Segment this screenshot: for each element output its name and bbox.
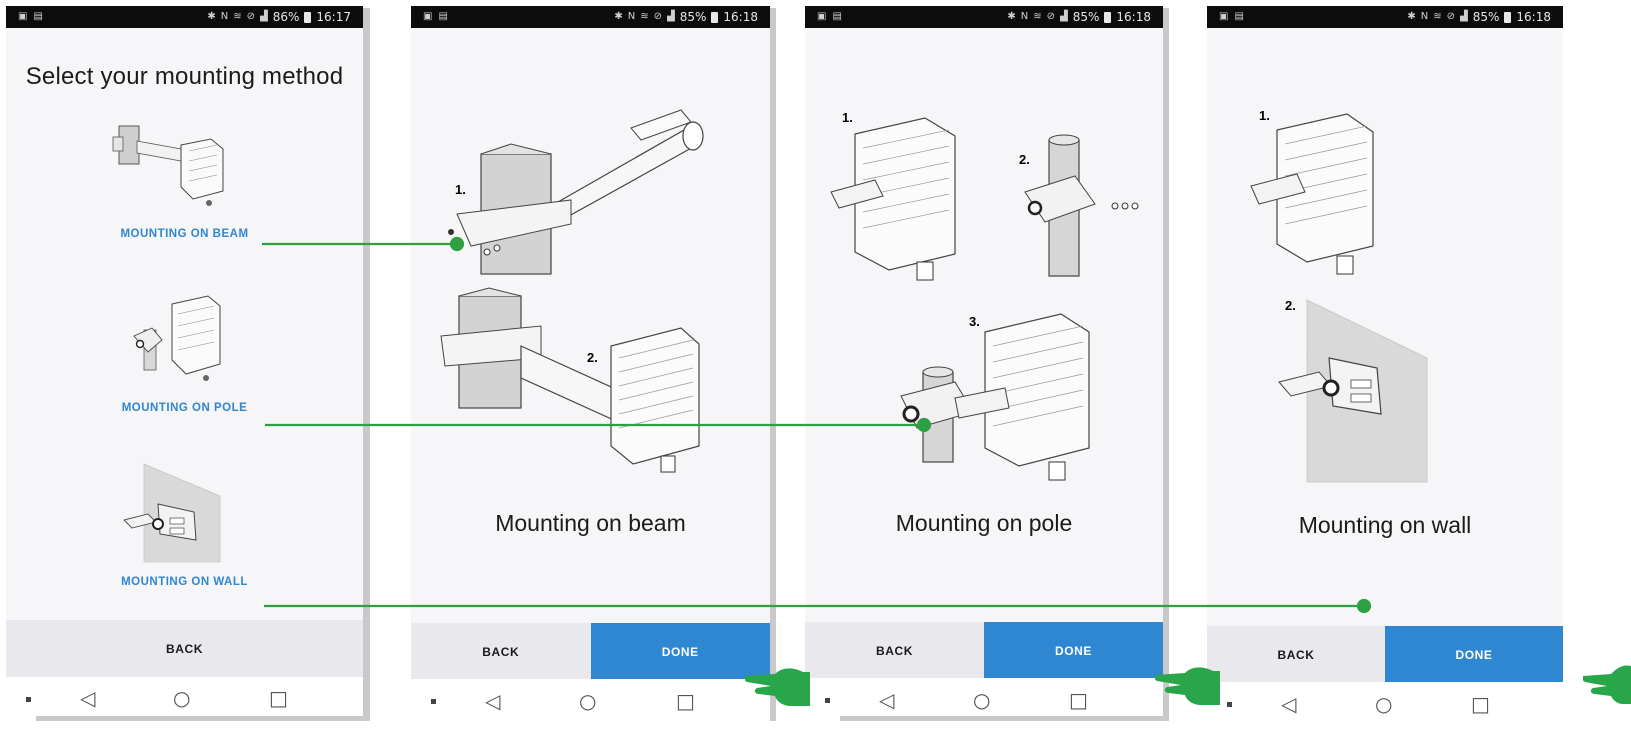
nav-home-icon[interactable]: ○ [173,686,191,710]
step-label-2: 2. [1019,152,1030,167]
clock: 16:18 [1116,10,1151,24]
beam-mount-illustration [440,109,704,473]
wifi-icon: ≋ [1033,11,1042,22]
back-button[interactable]: BACK [482,644,520,659]
nav-home-icon[interactable]: ○ [973,688,991,712]
image-icon: ▣ [817,11,827,22]
nfc-icon: N [627,11,636,22]
screen-mounting-on-pole: ▣ ▤ ✱ N ≋ ⊘ ▟ 85% 16:18 [805,6,1163,716]
nav-back-icon[interactable]: ◁ [879,688,895,712]
option-label-beam: MOUNTING ON BEAM [120,228,249,240]
screen-mounting-on-wall: ▣▤ ✱ N ≋ ⊘ ▟ 85% 16:18 1. 2. Mounting o [1207,6,1563,718]
nav-back-icon[interactable]: ◁ [80,686,96,710]
signal-icon: ▟ [1460,11,1468,22]
pointing-hand-icon [1583,665,1631,704]
clock: 16:17 [316,10,351,24]
screen-select-mounting: ▣ ▤ ✱ N ≋ ⊘ ▟ 86% 16:17 Select your mount… [6,6,363,716]
step-label-3: 3. [969,314,980,329]
screen-caption: Mounting on pole [895,510,1073,536]
back-button[interactable]: BACK [165,641,204,656]
bluetooth-icon: ✱ [1407,11,1416,22]
nav-recents-icon[interactable]: □ [1471,692,1490,716]
nav-recents-icon[interactable]: □ [676,689,695,713]
battery-icon [711,11,719,23]
battery-icon [1504,11,1512,23]
step-label-2: 2. [1285,298,1296,313]
status-bar: ▣ ▤ ✱ N ≋ ⊘ ▟ 86% 16:17 [6,6,363,28]
sim-icon: ▤ [33,11,43,22]
nav-back-icon[interactable]: ◁ [1281,692,1297,716]
pole-mount-thumbnail [133,295,221,381]
system-nav-bar: ◁ ○ □ [6,677,363,716]
nav-back-icon[interactable]: ◁ [485,689,501,713]
battery-icon [1104,11,1112,23]
step-label-1: 1. [1259,108,1270,123]
battery-percent: 86% [272,10,300,24]
page-title: Select your mounting method [25,63,344,90]
done-button[interactable]: DONE [1385,626,1563,683]
pointing-hand-icon [745,668,810,706]
sim-icon: ▤ [832,11,842,22]
wifi-icon: ≋ [1433,11,1442,22]
beam-mount-thumbnail [112,125,224,206]
back-button[interactable]: BACK [875,643,914,658]
bluetooth-icon: ✱ [614,11,623,22]
mute-icon: ⊘ [1446,11,1456,22]
back-button[interactable]: BACK [1277,647,1315,662]
nav-recents-icon[interactable]: □ [1069,688,1088,712]
wall-mount-illustration [1250,113,1428,483]
nfc-icon: N [220,11,229,22]
nfc-icon: N [1420,11,1429,22]
done-button[interactable]: DONE [590,623,770,680]
step-label-1: 1. [842,110,853,125]
option-label-pole: MOUNTING ON POLE [121,402,248,414]
sim-icon: ▤ [438,11,448,22]
wifi-icon: ≋ [640,11,649,22]
clock: 16:18 [1516,10,1551,24]
done-button[interactable]: DONE [984,622,1163,679]
nfc-icon: N [1020,11,1029,22]
option-label-wall: MOUNTING ON WALL [121,576,248,588]
mute-icon: ⊘ [246,11,256,22]
signal-icon: ▟ [1060,11,1068,22]
status-bar: ▣ ▤ ✱ N ≋ ⊘ ▟ 85% 16:18 [411,6,770,28]
button-bar: BACK [6,620,363,677]
system-nav-bar: ◁ ○ □ [411,679,770,716]
step-label-1: 1. [455,182,466,197]
wifi-icon: ≋ [233,11,242,22]
status-bar: ▣ ▤ ✱ N ≋ ⊘ ▟ 85% 16:18 [805,6,1163,28]
screen-caption: Mounting on beam [495,510,686,536]
bluetooth-icon: ✱ [207,11,216,22]
status-bar: ▣ ▤ ✱ N ≋ ⊘ ▟ 85% 16:18 [1207,6,1563,28]
battery-percent: 85% [679,10,707,24]
wall-mount-thumbnail [123,463,221,563]
pole-mount-illustration [830,117,1139,481]
clock: 16:18 [723,10,758,24]
image-icon: ▣ [423,11,433,22]
system-nav-bar: ◁ ○ □ [1207,682,1563,718]
nav-home-icon[interactable]: ○ [579,689,597,713]
signal-icon: ▟ [667,11,675,22]
pointing-hand-icon [1155,667,1220,705]
nav-home-icon[interactable]: ○ [1375,692,1393,716]
signal-icon: ▟ [260,11,268,22]
screen-mounting-on-beam: ▣ ▤ ✱ N ≋ ⊘ ▟ 85% 16:18 [411,6,770,716]
battery-percent: 85% [1472,10,1500,24]
system-nav-bar: ◁ ○ □ [805,678,1163,716]
nav-recents-icon[interactable]: □ [269,686,288,710]
screen-caption: Mounting on wall [1298,512,1472,538]
step-label-2: 2. [587,350,598,365]
image-icon: ▣ [18,11,28,22]
battery-icon [304,11,312,23]
image-icon: ▣ [1219,11,1229,22]
button-bar: BACK DONE [411,623,770,680]
battery-percent: 85% [1072,10,1100,24]
bluetooth-icon: ✱ [1007,11,1016,22]
mute-icon: ⊘ [653,11,663,22]
sim-icon: ▤ [1234,11,1244,22]
mute-icon: ⊘ [1046,11,1056,22]
button-bar: BACK DONE [1207,626,1563,683]
button-bar: BACK DONE [805,622,1163,679]
